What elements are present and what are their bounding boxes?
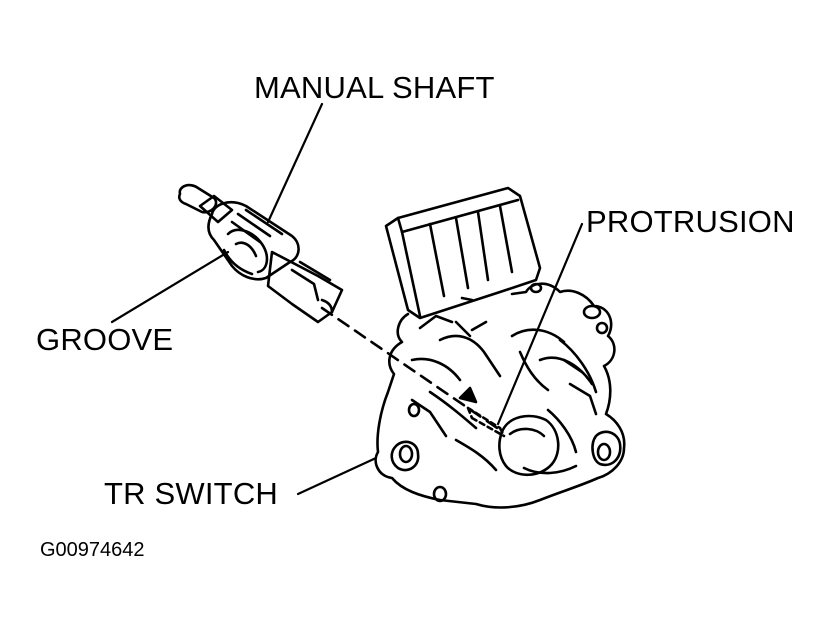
protrusion-keyway <box>466 406 506 438</box>
alignment-dashed-line <box>320 306 502 432</box>
groove-label: GROOVE <box>36 322 174 357</box>
figure-id: G00974642 <box>40 539 145 561</box>
protrusion-label: PROTRUSION <box>586 204 795 239</box>
leader-groove <box>110 250 230 324</box>
leader-protrusion <box>496 222 584 426</box>
leader-manual-shaft <box>266 102 324 224</box>
leader-tr-switch <box>296 456 378 496</box>
alignment-arrowhead <box>458 386 478 404</box>
tr-switch-body <box>374 186 626 509</box>
manual-shaft-label: MANUAL SHAFT <box>254 70 495 105</box>
manual-shaft <box>177 183 344 324</box>
tr-switch-label: TR SWITCH <box>104 476 278 511</box>
